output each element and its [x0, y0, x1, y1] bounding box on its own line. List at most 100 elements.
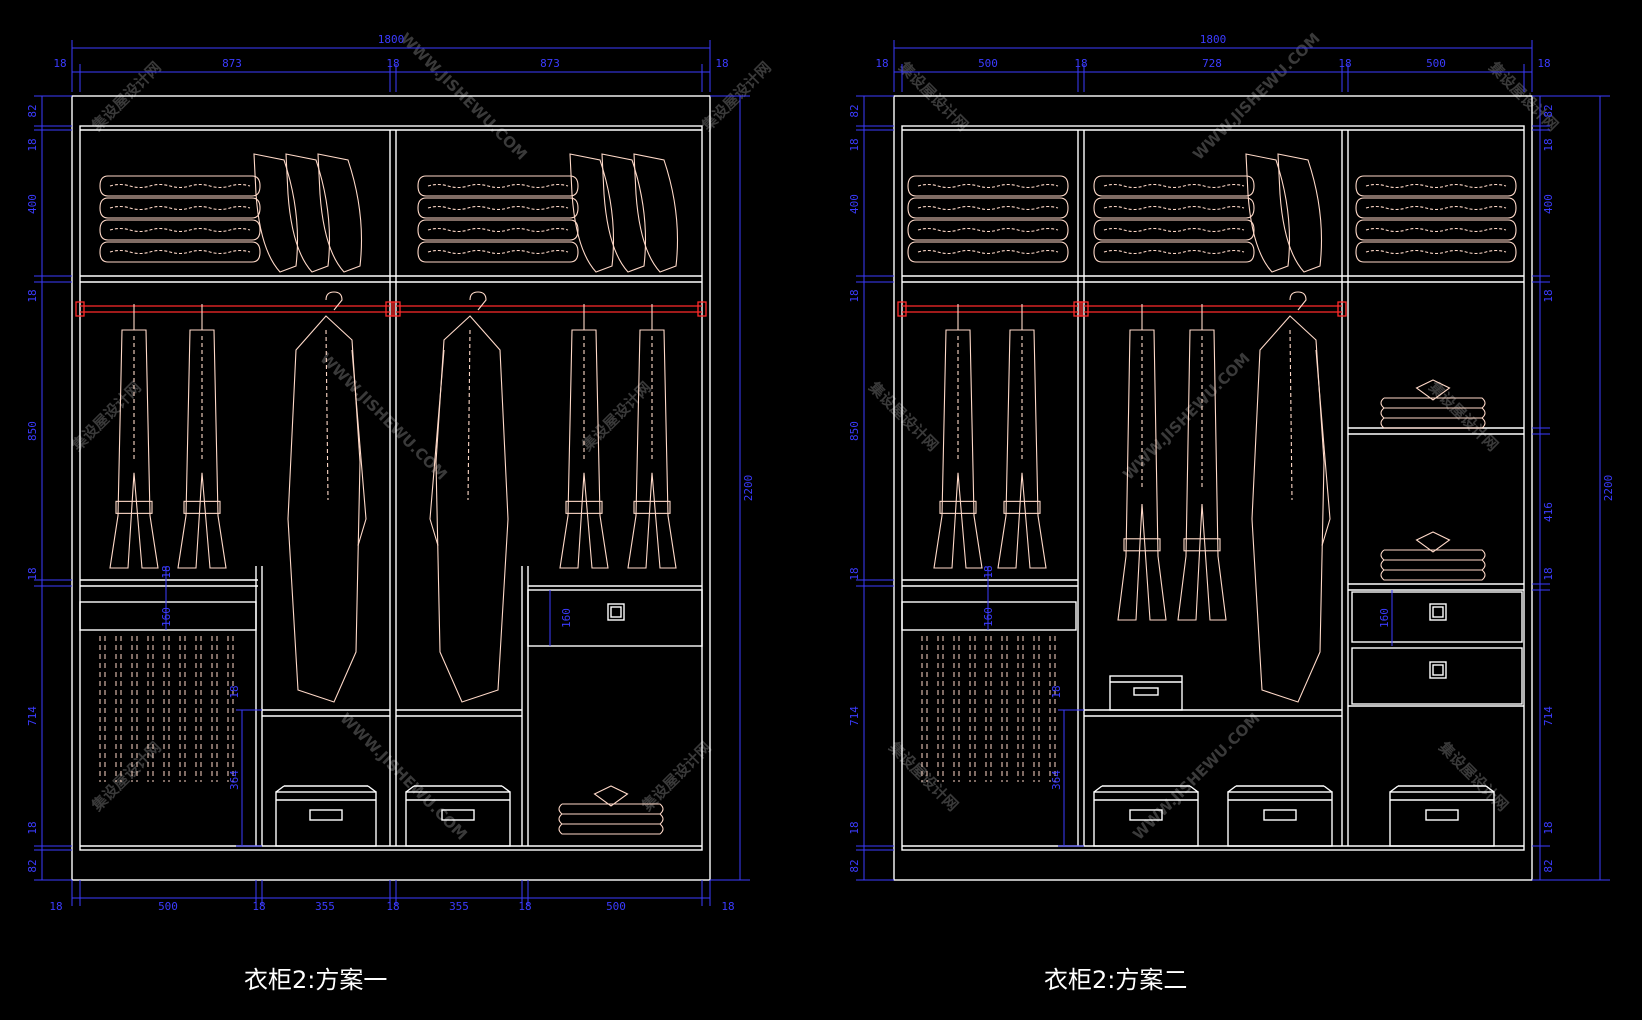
wardrobe-plan-b: [893, 95, 1533, 881]
folded-shirt: [1380, 379, 1486, 429]
dim-inner: 160: [1378, 608, 1391, 628]
watermark-text: WWW.JISHEWU.COM: [1129, 709, 1263, 843]
hanging-trousers: [559, 304, 609, 569]
dim-bay: 873: [540, 57, 560, 70]
dim-left: 850: [26, 421, 39, 441]
plan-a-title: 衣柜2:方案一: [244, 966, 387, 994]
dim-bottom: 500: [606, 900, 626, 913]
hanging-rail: [75, 301, 395, 317]
dim-left: 714: [26, 706, 39, 726]
cabinet-frame: [893, 95, 1533, 881]
dim-bay: 500: [978, 57, 998, 70]
folded-shirt: [1380, 531, 1486, 581]
dim-overall: 1800: [378, 33, 405, 46]
dim-bay: 500: [1426, 57, 1446, 70]
watermark-text: 集设屋设计网: [1435, 738, 1512, 815]
dim-left: 18: [848, 567, 861, 580]
hanging-ties: [921, 636, 1056, 782]
dimension-labels: 1800 18 873 18 873 18 18 500 18 355 18 3…: [26, 33, 1615, 913]
pillows: [1245, 153, 1323, 273]
hanging-trousers: [627, 304, 677, 569]
dim-overall: 1800: [1200, 33, 1227, 46]
dimension-lines: [34, 40, 1610, 906]
hanging-coat: [429, 291, 509, 703]
watermark-text: 集设屋设计网: [68, 378, 145, 455]
dim-right: 82: [1542, 104, 1555, 117]
dim-bottom: 500: [158, 900, 178, 913]
hanging-trousers: [933, 304, 983, 569]
dim-right: 18: [1542, 138, 1555, 151]
dim-right: 714: [1542, 706, 1555, 726]
dim-left: 18: [26, 567, 39, 580]
cabinet-inner: [79, 125, 703, 851]
dim-right: 82: [1542, 859, 1555, 872]
storage-box: [1389, 785, 1495, 847]
watermark-text: 集设屋设计网: [1425, 378, 1502, 455]
hanging-rail: [1079, 301, 1347, 317]
pillows: [569, 153, 679, 273]
dim-inner: 160: [560, 608, 573, 628]
storage-box: [1227, 785, 1333, 847]
dim-right: 18: [1542, 289, 1555, 302]
dim-left: 18: [848, 138, 861, 151]
folded-clothes-stack: [1355, 175, 1517, 263]
dim-left: 82: [848, 104, 861, 117]
dim-right-total: 2200: [742, 475, 755, 502]
storage-box: [275, 785, 377, 847]
hanging-coat: [287, 291, 367, 703]
dim-side: 18: [53, 57, 66, 70]
cabinet-frame: [71, 95, 711, 881]
hanging-rail: [897, 301, 1083, 317]
dim-side: 18: [1537, 57, 1550, 70]
dim-inner: 18: [1050, 685, 1063, 698]
dim-bottom: 355: [315, 900, 335, 913]
dim-left: 400: [848, 194, 861, 214]
dim-left: 400: [26, 194, 39, 214]
dim-left: 714: [848, 706, 861, 726]
watermark-text: 集设屋设计网: [88, 738, 165, 815]
dim-right: 18: [1542, 821, 1555, 834]
dim-inner: 160: [160, 607, 173, 627]
drawer-right: [527, 589, 703, 647]
dim-left: 82: [26, 859, 39, 872]
dim-inner: 18: [228, 685, 241, 698]
pillows: [253, 153, 363, 273]
dim-mid: 18: [386, 57, 399, 70]
watermark-text: 集设屋设计网: [865, 378, 942, 455]
hanging-trousers: [109, 304, 159, 569]
folded-clothes-stack: [417, 175, 579, 263]
watermark-text: WWW.JISHEWU.COM: [1119, 349, 1253, 483]
dim-right-total: 2200: [1602, 475, 1615, 502]
hanging-trousers: [997, 304, 1047, 569]
dim-right: 18: [1542, 567, 1555, 580]
folded-clothes-stack: [99, 175, 261, 263]
drawer-upper: [1351, 591, 1523, 643]
dim-left: 18: [848, 289, 861, 302]
folded-clothes-stack: [907, 175, 1069, 263]
drawer-lower: [1351, 647, 1523, 705]
hanging-coat: [1251, 291, 1331, 703]
dim-bottom: 18: [518, 900, 531, 913]
dim-bay: 873: [222, 57, 242, 70]
dim-inner: 18: [160, 565, 173, 578]
folded-shirt: [558, 785, 664, 835]
storage-box: [1093, 785, 1199, 847]
dim-side: 18: [875, 57, 888, 70]
dim-left: 18: [848, 821, 861, 834]
hanging-ties: [99, 636, 234, 782]
dim-left: 850: [848, 421, 861, 441]
hanging-trousers: [1117, 304, 1167, 621]
dim-left: 18: [26, 821, 39, 834]
dim-left: 82: [848, 859, 861, 872]
dim-left: 82: [26, 104, 39, 117]
storage-box: [1109, 675, 1183, 711]
dim-bottom: 355: [449, 900, 469, 913]
storage-box: [405, 785, 511, 847]
hanging-trousers: [1177, 304, 1227, 621]
dim-left: 18: [26, 138, 39, 151]
dim-inner: 364: [1050, 770, 1063, 790]
dim-inner: 364: [228, 770, 241, 790]
dim-bottom: 18: [252, 900, 265, 913]
watermark-text: 集设屋设计网: [578, 378, 655, 455]
plan-b-title: 衣柜2:方案二: [1044, 966, 1187, 994]
